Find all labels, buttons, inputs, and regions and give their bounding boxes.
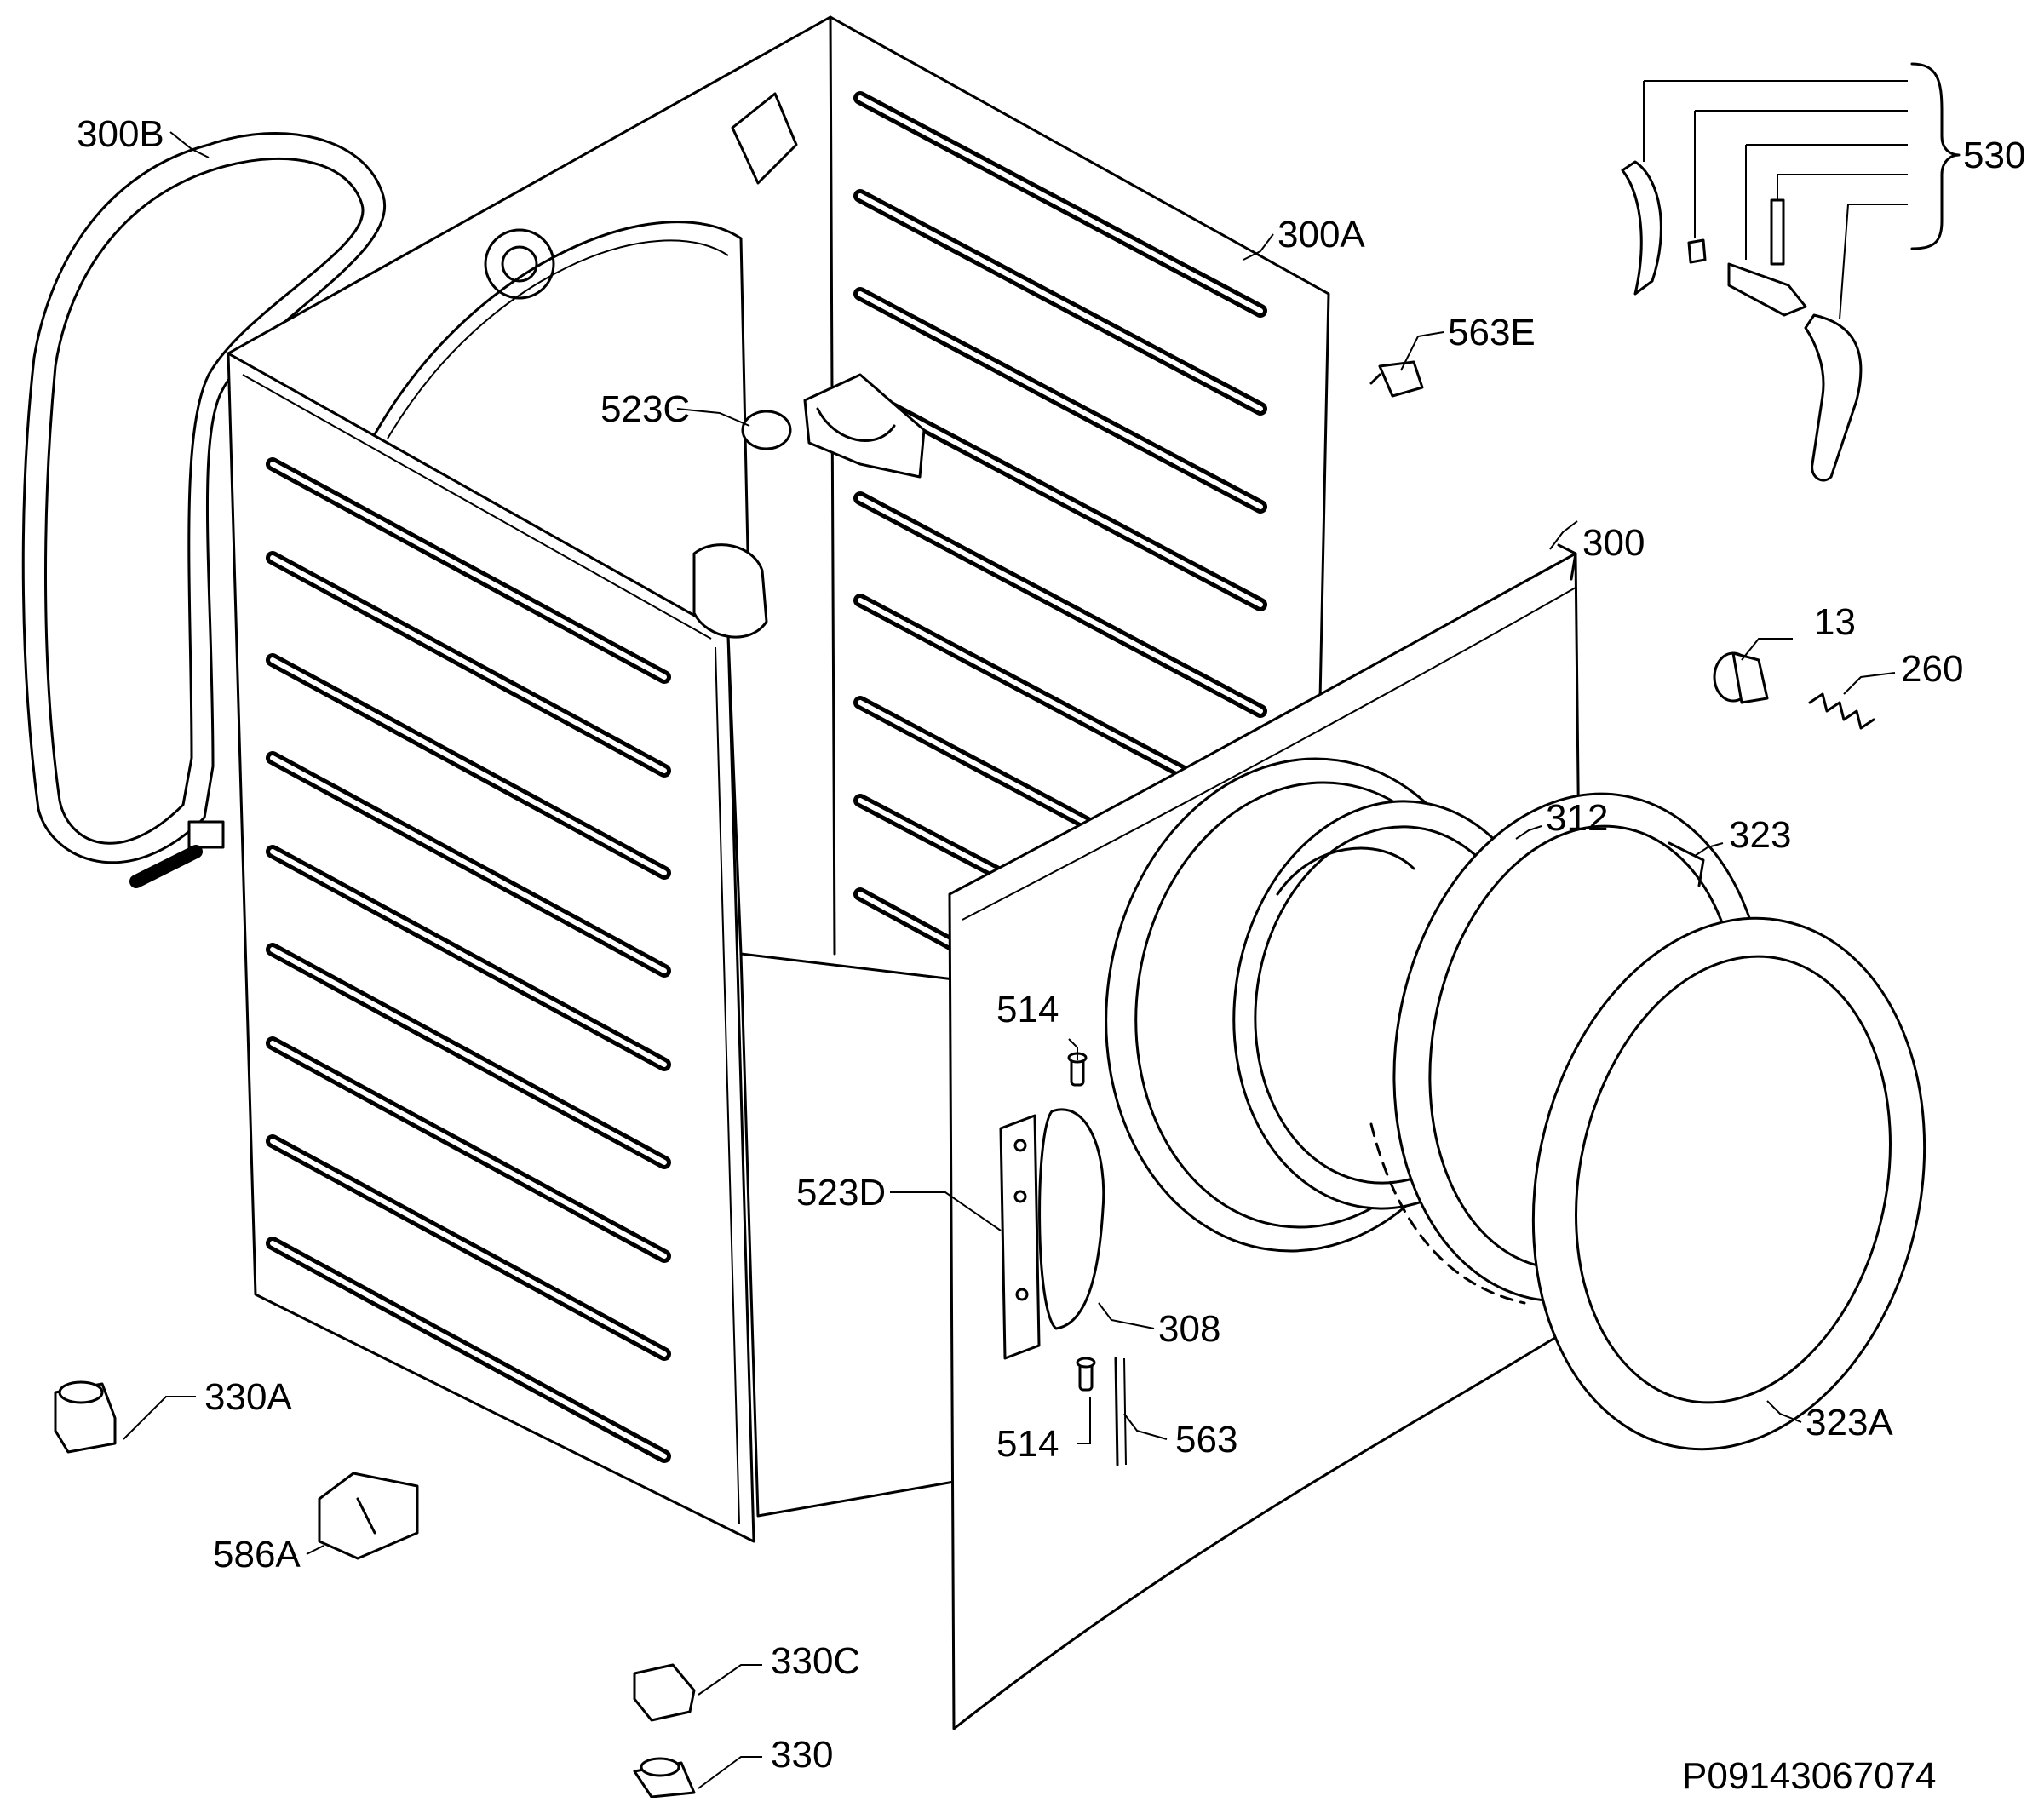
- callout-523C: 523C: [600, 388, 690, 430]
- callout-330A: 330A: [204, 1376, 292, 1418]
- part-330C-foot: [633, 1663, 696, 1722]
- part-13-bushing: [1713, 651, 1769, 704]
- part-330A-foot: [54, 1380, 117, 1454]
- callout-514-upper: 514: [996, 989, 1059, 1030]
- callout-330: 330: [771, 1734, 833, 1776]
- part-563E-latch: [1369, 360, 1424, 398]
- part-523C-clip: [741, 373, 926, 479]
- callout-300B: 300B: [77, 113, 164, 155]
- callout-514-lower: 514: [996, 1423, 1059, 1465]
- callout-323: 323: [1729, 814, 1791, 856]
- part-323A-door-outer-ring: [1531, 916, 1926, 1451]
- part-563-rod: [1114, 1357, 1127, 1466]
- callout-260: 260: [1901, 648, 1963, 690]
- callout-330C: 330C: [771, 1640, 860, 1682]
- callout-563E: 563E: [1448, 312, 1536, 353]
- leader-lines: [123, 131, 1896, 1789]
- diagram-id: P09143067074: [1682, 1755, 1937, 1797]
- part-260-spring: [1808, 692, 1875, 730]
- part-308-hinge: [1038, 1108, 1105, 1330]
- part-586A-bracket: [318, 1472, 419, 1560]
- callout-312: 312: [1546, 797, 1608, 839]
- callout-300: 300: [1582, 522, 1645, 564]
- part-300A-cabinet-back-panel: [227, 15, 1330, 1518]
- part-300B-rear-frame: [21, 132, 387, 888]
- callout-563: 563: [1175, 1419, 1237, 1461]
- callout-523D: 523D: [796, 1172, 886, 1214]
- part-530-hinge-kit: [1621, 62, 1961, 482]
- callout-labels: 300B 300A 300 523C 563E 530 13 260 312 3…: [77, 113, 2025, 1797]
- callout-308: 308: [1158, 1308, 1220, 1350]
- part-514-pin-lower: [1076, 1357, 1096, 1392]
- callout-300A: 300A: [1278, 214, 1365, 255]
- callout-323A: 323A: [1806, 1402, 1893, 1443]
- callout-530: 530: [1963, 135, 2025, 176]
- part-523D-hinge-plate: [999, 1114, 1041, 1360]
- callout-586A: 586A: [213, 1534, 301, 1575]
- part-330-foot: [633, 1757, 696, 1799]
- side-panel-ribs: [266, 457, 671, 1463]
- callout-13: 13: [1814, 601, 1856, 643]
